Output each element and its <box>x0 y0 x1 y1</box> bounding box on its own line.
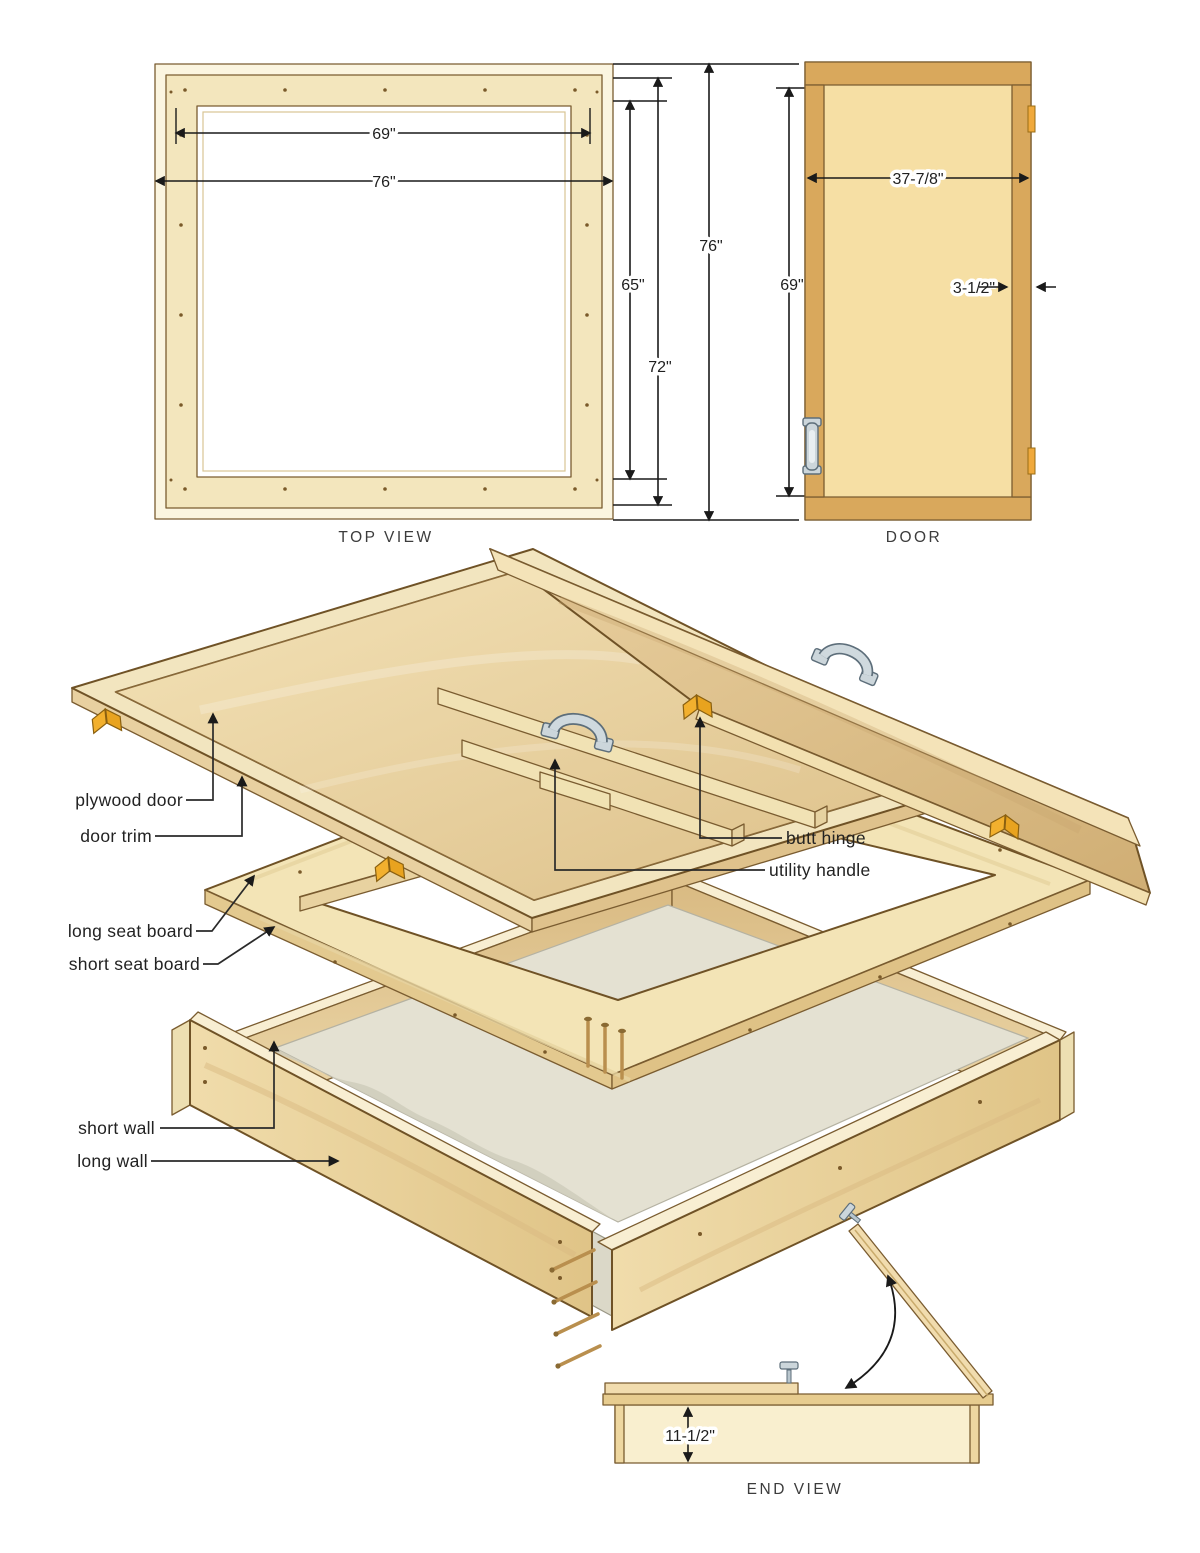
label-door-trim: door trim <box>80 826 152 846</box>
door-trim-rails <box>437 687 828 847</box>
door-left-stile <box>804 84 825 498</box>
label-short-wall: short wall <box>78 1118 155 1138</box>
vertical-dimensions: 65" 72" 76" 69" <box>613 62 807 522</box>
raised-door-edge <box>489 548 1141 847</box>
door-title: DOOR <box>886 529 943 546</box>
door-diagram: 37-7/8" 3-1/2" DOOR <box>802 61 1056 546</box>
top-view-diagram: 69" 76" TOP VIEW <box>154 63 614 546</box>
dim-69-width: 69" <box>372 126 395 143</box>
label-long-seat-board: long seat board <box>68 921 193 941</box>
top-view-inner-lip <box>202 111 566 472</box>
dim-76-width: 76" <box>372 174 395 191</box>
raised-door-part <box>489 548 1151 906</box>
raised-door-handle-icon <box>811 638 883 686</box>
dim-trim-width: 3-1/2" <box>953 280 995 297</box>
dim-72: 72" <box>648 359 671 376</box>
end-view-diagram: 11-1/2" END VIEW <box>602 1202 994 1498</box>
top-view-opening <box>196 105 572 478</box>
door-handle-icon <box>802 417 822 475</box>
door-hinge-top-icon <box>1027 105 1036 133</box>
dim-wall-height: 11-1/2" <box>665 1428 715 1445</box>
door-top-rail <box>804 61 1032 86</box>
trim-rail-end <box>539 771 611 811</box>
dim-door-width: 37-7/8" <box>892 171 943 188</box>
long-wall-part <box>171 1011 602 1369</box>
door-hinge-bottom-icon <box>1027 447 1036 475</box>
door-panel <box>804 61 1032 521</box>
end-view-seat-board <box>602 1393 994 1406</box>
end-view-swing-arrow <box>844 1274 897 1389</box>
dim-69-door: 69" <box>780 277 803 294</box>
exploded-view: plywood door door trim long seat board s… <box>68 548 1151 1369</box>
end-view-handle-bolt-icon <box>779 1361 799 1384</box>
dim-76-height: 76" <box>699 238 722 255</box>
label-plywood-door: plywood door <box>75 790 183 810</box>
end-view-closed-lid <box>604 1382 799 1395</box>
dim-65: 65" <box>621 277 644 294</box>
label-utility-handle: utility handle <box>769 860 870 880</box>
top-view-screws <box>169 88 599 491</box>
label-butt-hinge: butt hinge <box>786 828 866 848</box>
exploded-labels: plywood door door trim long seat board s… <box>68 712 870 1171</box>
door-right-stile <box>1011 84 1032 498</box>
top-view-title: TOP VIEW <box>338 529 433 546</box>
long-wall-nails <box>549 1248 602 1369</box>
label-long-wall: long wall <box>77 1151 148 1171</box>
label-short-seat-board: short seat board <box>69 954 200 974</box>
door-bottom-rail <box>804 496 1032 521</box>
end-view-title: END VIEW <box>747 1481 844 1498</box>
seat-frame-nails <box>584 1016 626 1080</box>
end-view-lid-bolt-icon <box>839 1202 862 1224</box>
